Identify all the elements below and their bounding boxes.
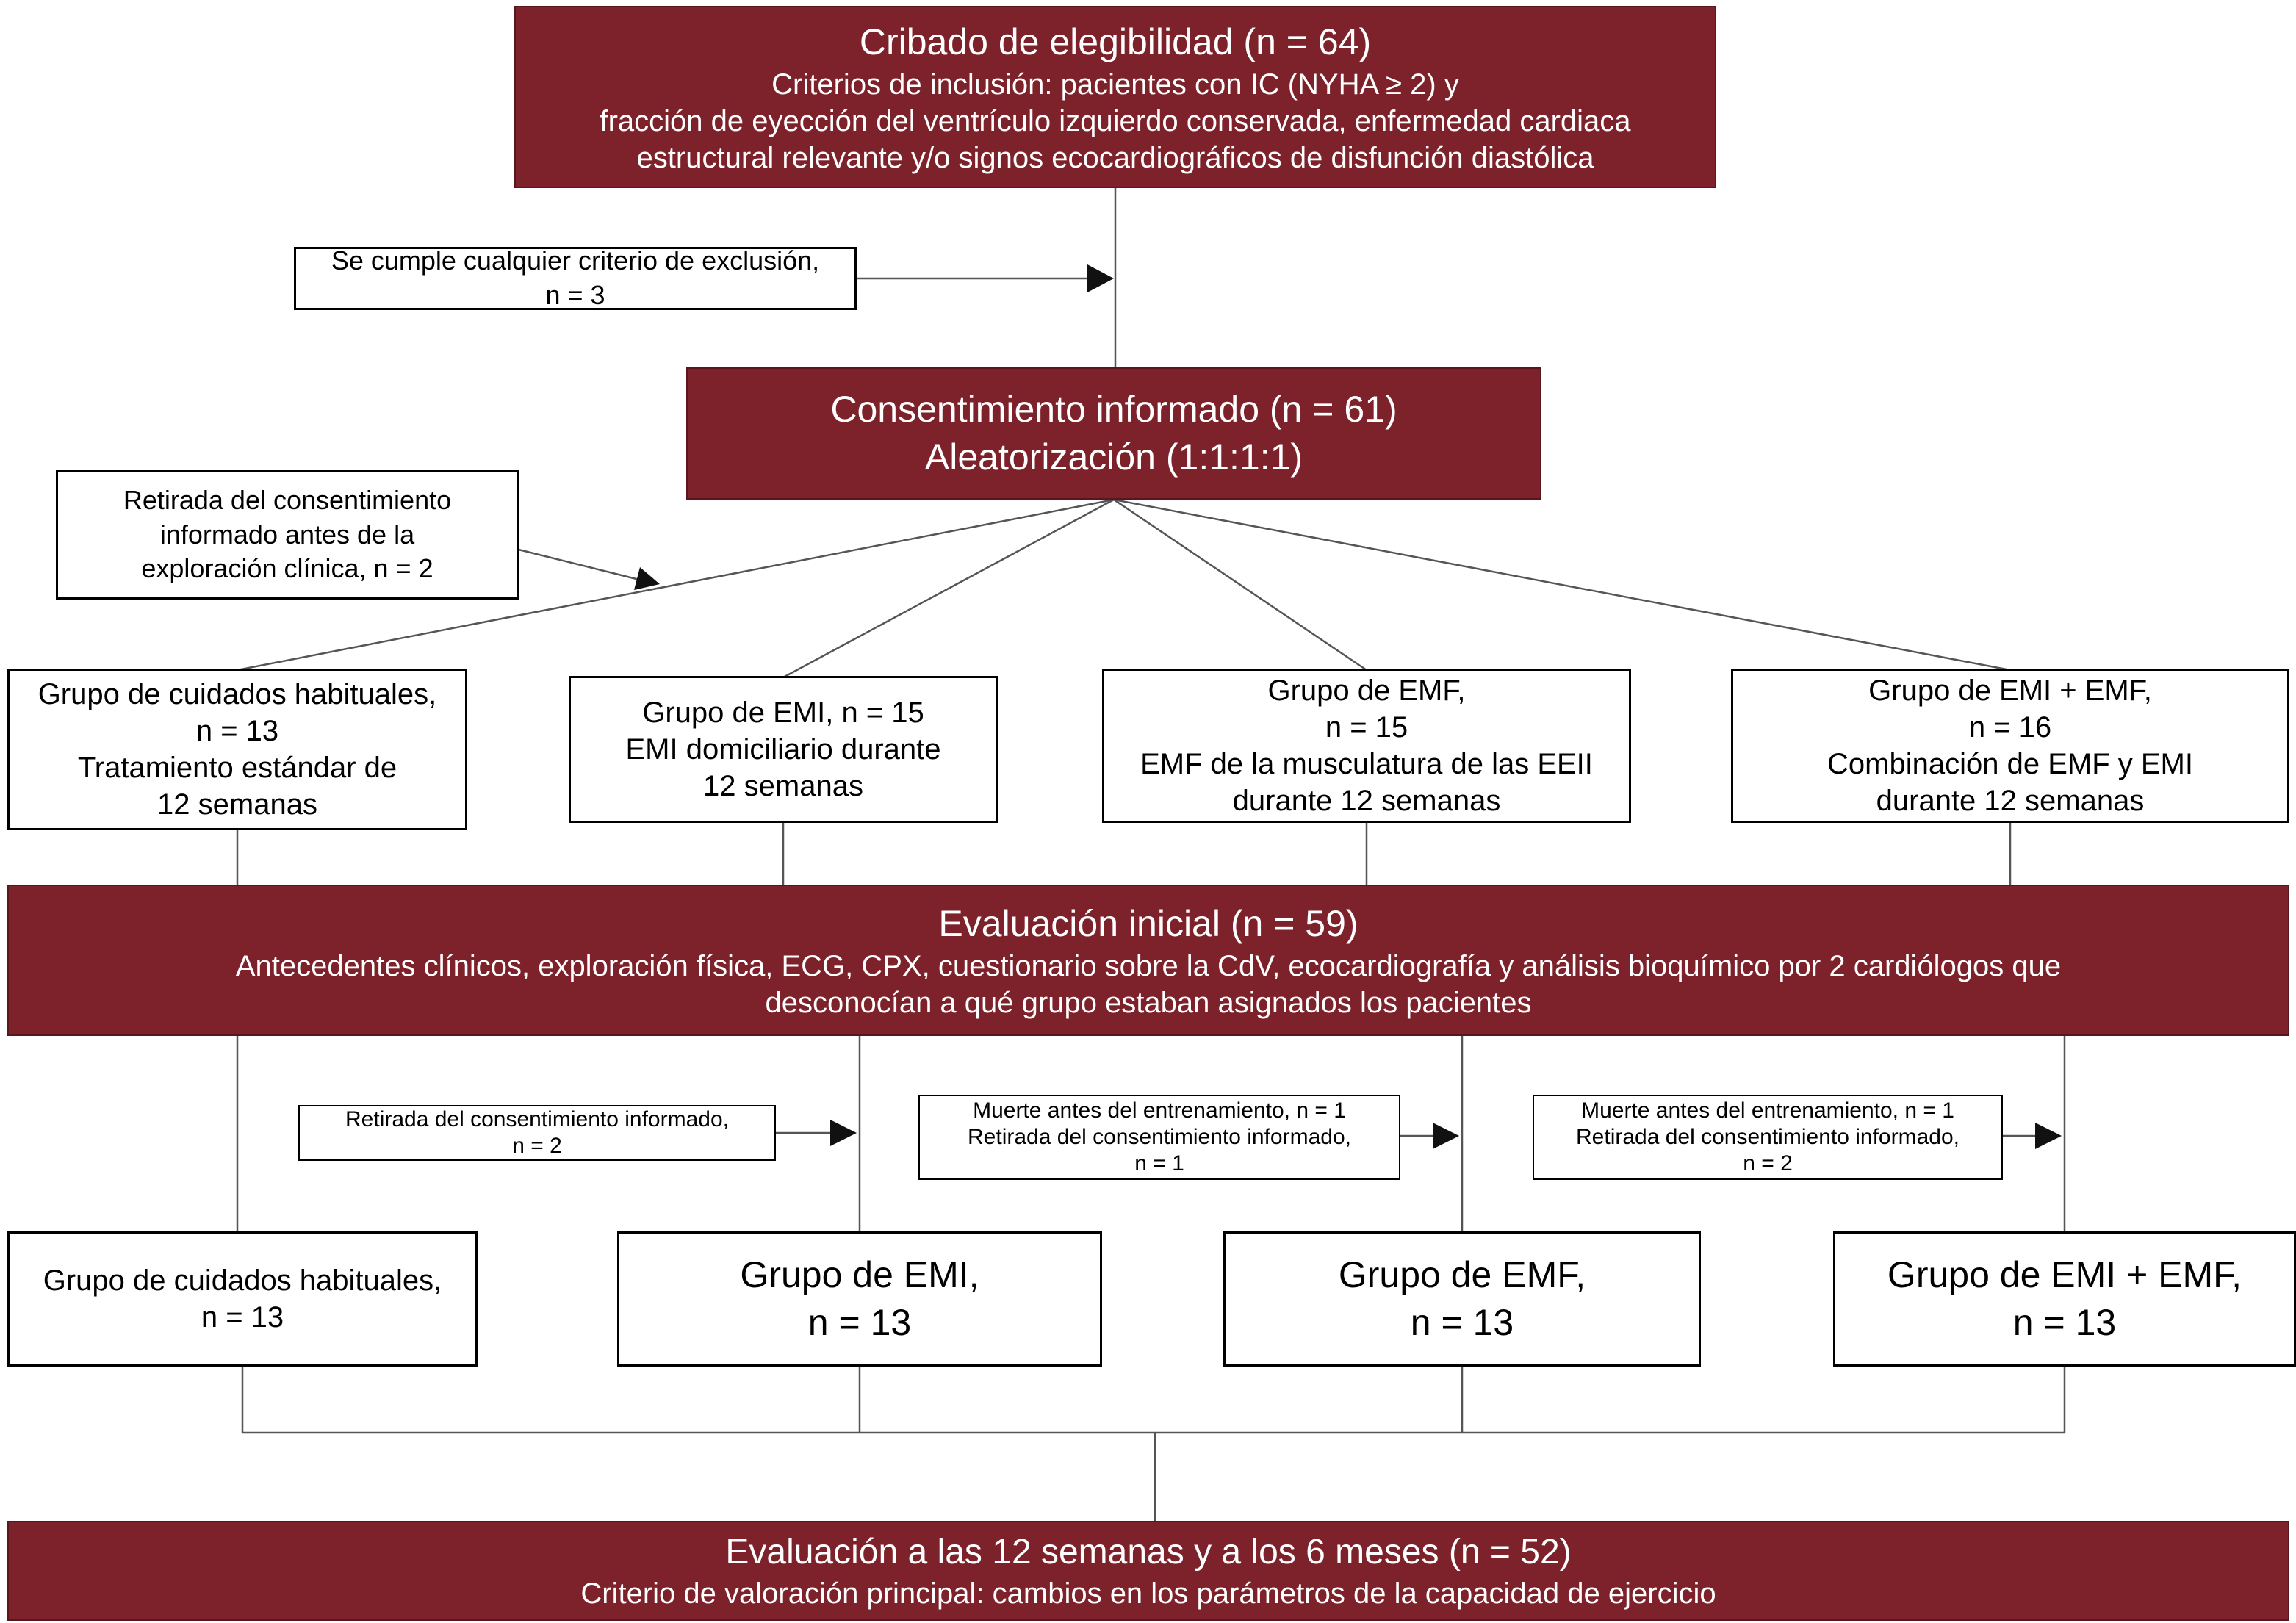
line-consent-to-group3: [1113, 498, 1367, 672]
withdrawal-before-exam-text: Retirada del consentimiento informado an…: [123, 484, 452, 584]
group-emi-initial-text: Grupo de EMI, n = 15 EMI domiciliario du…: [625, 697, 941, 802]
group-emf-initial-text: Grupo de EMF, n = 15 EMF de la musculatu…: [1140, 674, 1593, 817]
consent-box: Consentimiento informado (n = 61) Aleato…: [686, 367, 1541, 500]
group-emi-final-text: Grupo de EMI, n = 13: [740, 1254, 979, 1343]
group-emf-final-text: Grupo de EMF, n = 13: [1338, 1254, 1586, 1343]
group-emi-emf-initial-box: Grupo de EMI + EMF, n = 16 Combinación d…: [1731, 669, 2289, 823]
baseline-evaluation-title: Evaluación inicial (n = 59): [938, 902, 1358, 944]
line-consent-to-group2: [782, 498, 1115, 679]
consent-line2: Aleatorización (1:1:1:1): [924, 436, 1303, 478]
withdrawal-before-exam-box: Retirada del consentimiento informado an…: [56, 470, 519, 600]
group-emf-final-box: Grupo de EMF, n = 13: [1223, 1231, 1701, 1367]
dropout-usual-care-text: Retirada del consentimiento informado, n…: [345, 1107, 729, 1158]
screening-body: Criterios de inclusión: pacientes con IC…: [600, 68, 1631, 174]
group-usual-care-final-text: Grupo de cuidados habituales, n = 13: [43, 1264, 442, 1334]
dropout-usual-care-box: Retirada del consentimiento informado, n…: [298, 1105, 776, 1161]
baseline-evaluation-box: Evaluación inicial (n = 59) Antecedentes…: [7, 885, 2289, 1036]
baseline-evaluation-body: Antecedentes clínicos, exploración físic…: [235, 949, 2062, 1019]
consent-line1: Consentimiento informado (n = 61): [830, 389, 1397, 430]
exclusion-screening-box: Se cumple cualquier criterio de exclusió…: [294, 245, 857, 310]
line-consent-to-group1: [237, 498, 1115, 672]
group-usual-care-initial-text: Grupo de cuidados habituales, n = 13 Tra…: [37, 678, 437, 821]
group-usual-care-initial-box: Grupo de cuidados habituales, n = 13 Tra…: [7, 669, 467, 830]
line-consent-to-group4: [1113, 498, 2011, 672]
group-emi-final-box: Grupo de EMI, n = 13: [617, 1231, 1102, 1367]
exclusion-screening-text: Se cumple cualquier criterio de exclusió…: [331, 245, 820, 310]
dropout-emi-emf-text: Muerte antes del entrenamiento, n = 1 Re…: [1576, 1098, 1959, 1176]
final-evaluation-body: Criterio de valoración principal: cambio…: [580, 1577, 1716, 1611]
final-evaluation-title: Evaluación a las 12 semanas y a los 6 me…: [725, 1532, 1572, 1572]
arrow-right-icon: [1087, 264, 1114, 292]
final-evaluation-box: Evaluación a las 12 semanas y a los 6 me…: [7, 1521, 2289, 1621]
group-emi-emf-initial-text: Grupo de EMI + EMF, n = 16 Combinación d…: [1827, 674, 2193, 817]
dropout-emi-emf-box: Muerte antes del entrenamiento, n = 1 Re…: [1533, 1095, 2003, 1180]
arrow-right-icon: [1433, 1123, 1459, 1149]
group-emf-initial-box: Grupo de EMF, n = 15 EMF de la musculatu…: [1102, 669, 1631, 823]
group-emi-emf-final-box: Grupo de EMI + EMF, n = 13: [1833, 1231, 2296, 1367]
group-emi-initial-box: Grupo de EMI, n = 15 EMI domiciliario du…: [569, 676, 998, 823]
dropout-emi-box: Muerte antes del entrenamiento, n = 1 Re…: [918, 1095, 1400, 1180]
arrow-right-icon: [830, 1120, 857, 1146]
line-withdrawal: [518, 548, 640, 581]
dropout-emi-text: Muerte antes del entrenamiento, n = 1 Re…: [968, 1098, 1351, 1176]
screening-title: Cribado de elegibilidad (n = 64): [859, 21, 1372, 62]
group-emi-emf-final-text: Grupo de EMI + EMF, n = 13: [1887, 1254, 2242, 1343]
arrow-right-icon: [2035, 1123, 2062, 1149]
screening-box: Cribado de elegibilidad (n = 64) Criteri…: [514, 6, 1716, 188]
group-usual-care-final-box: Grupo de cuidados habituales, n = 13: [7, 1231, 478, 1367]
arrow-right-icon: [634, 567, 660, 590]
